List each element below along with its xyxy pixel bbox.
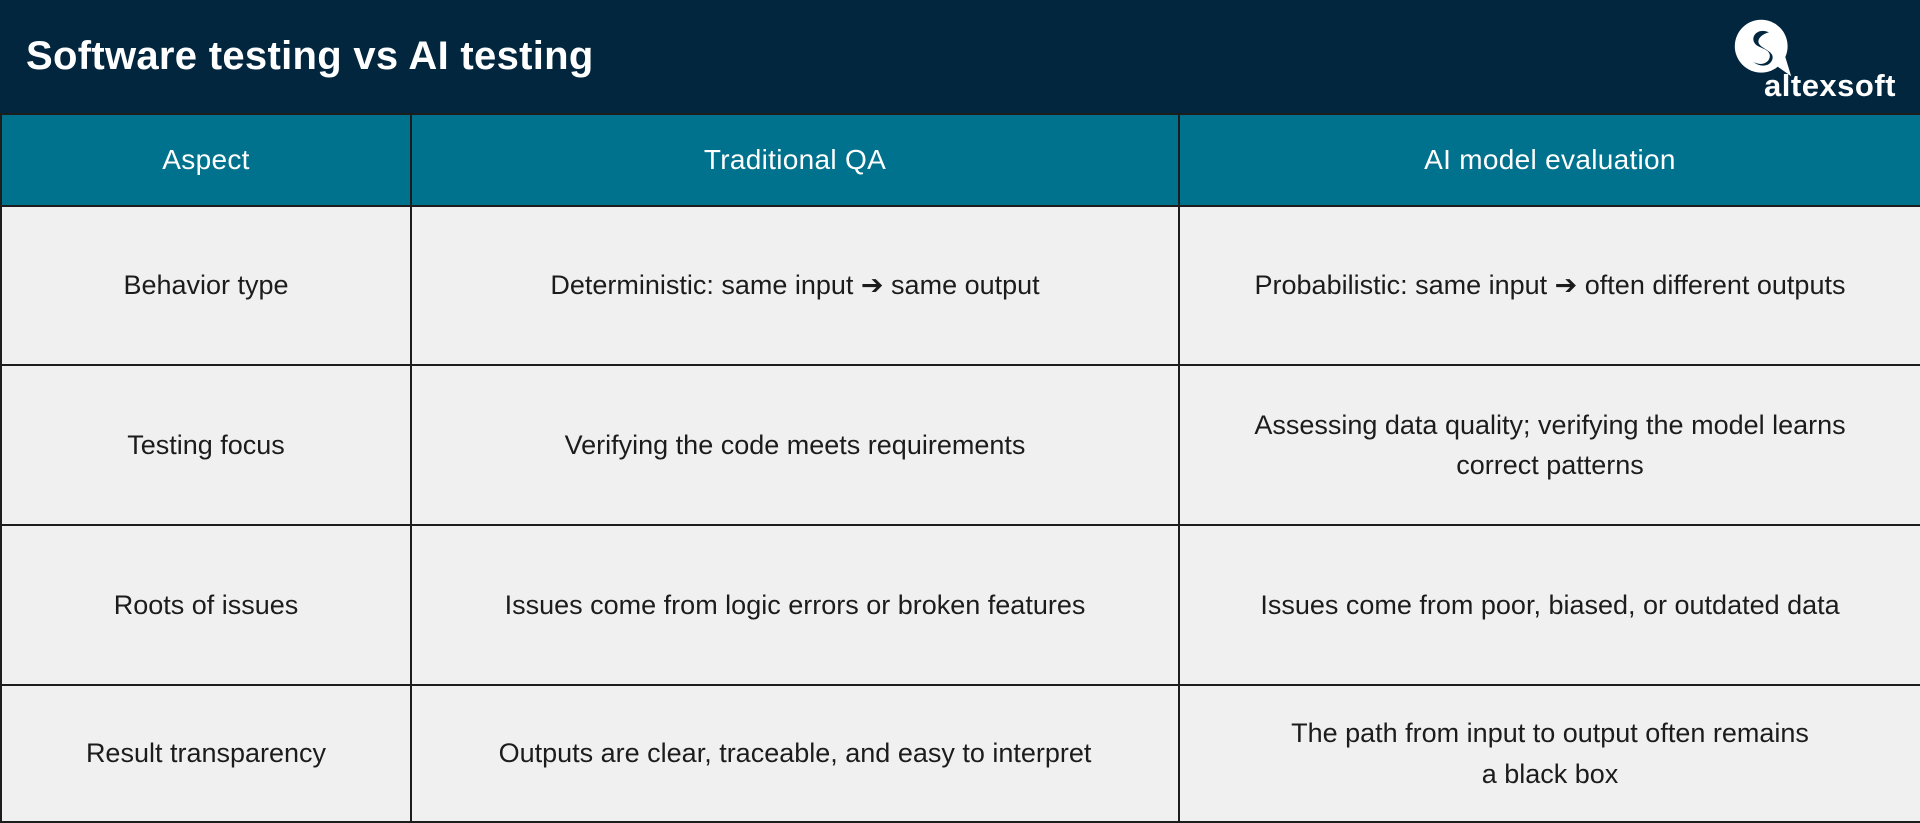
top-banner: Software testing vs AI testing altexsoft — [0, 0, 1920, 113]
cell-traditional-qa: Deterministic: same input ➔ same output — [410, 205, 1180, 366]
altexsoft-speech-bubble-icon — [1734, 19, 1792, 77]
cell-ai-model-evaluation: Assessing data quality; verifying the mo… — [1178, 364, 1920, 526]
column-header-ai-model-evaluation: AI model evaluation — [1178, 113, 1920, 207]
cell-traditional-qa: Outputs are clear, traceable, and easy t… — [410, 684, 1180, 823]
cell-aspect: Testing focus — [0, 364, 412, 526]
cell-aspect: Behavior type — [0, 205, 412, 366]
cell-ai-model-evaluation: Probabilistic: same input ➔ often differ… — [1178, 205, 1920, 366]
altexsoft-logo: altexsoft — [1733, 18, 1896, 101]
cell-traditional-qa: Issues come from logic errors or broken … — [410, 524, 1180, 686]
column-header-traditional-qa: Traditional QA — [410, 113, 1180, 207]
cell-aspect: Roots of issues — [0, 524, 412, 686]
cell-ai-model-evaluation: The path from input to output often rema… — [1178, 684, 1920, 823]
table-header-row: Aspect Traditional QA AI model evaluatio… — [0, 113, 1920, 207]
comparison-table: Aspect Traditional QA AI model evaluatio… — [0, 113, 1920, 823]
table-row: Roots of issues Issues come from logic e… — [0, 524, 1920, 686]
table-row: Testing focus Verifying the code meets r… — [0, 364, 1920, 526]
page-title: Software testing vs AI testing — [26, 34, 594, 78]
cell-traditional-qa: Verifying the code meets requirements — [410, 364, 1180, 526]
cell-aspect: Result transparency — [0, 684, 412, 823]
table-row: Behavior type Deterministic: same input … — [0, 205, 1920, 366]
altexsoft-wordmark: altexsoft — [1764, 68, 1896, 103]
cell-ai-model-evaluation: Issues come from poor, biased, or outdat… — [1178, 524, 1920, 686]
column-header-aspect: Aspect — [0, 113, 412, 207]
table-row: Result transparency Outputs are clear, t… — [0, 684, 1920, 823]
